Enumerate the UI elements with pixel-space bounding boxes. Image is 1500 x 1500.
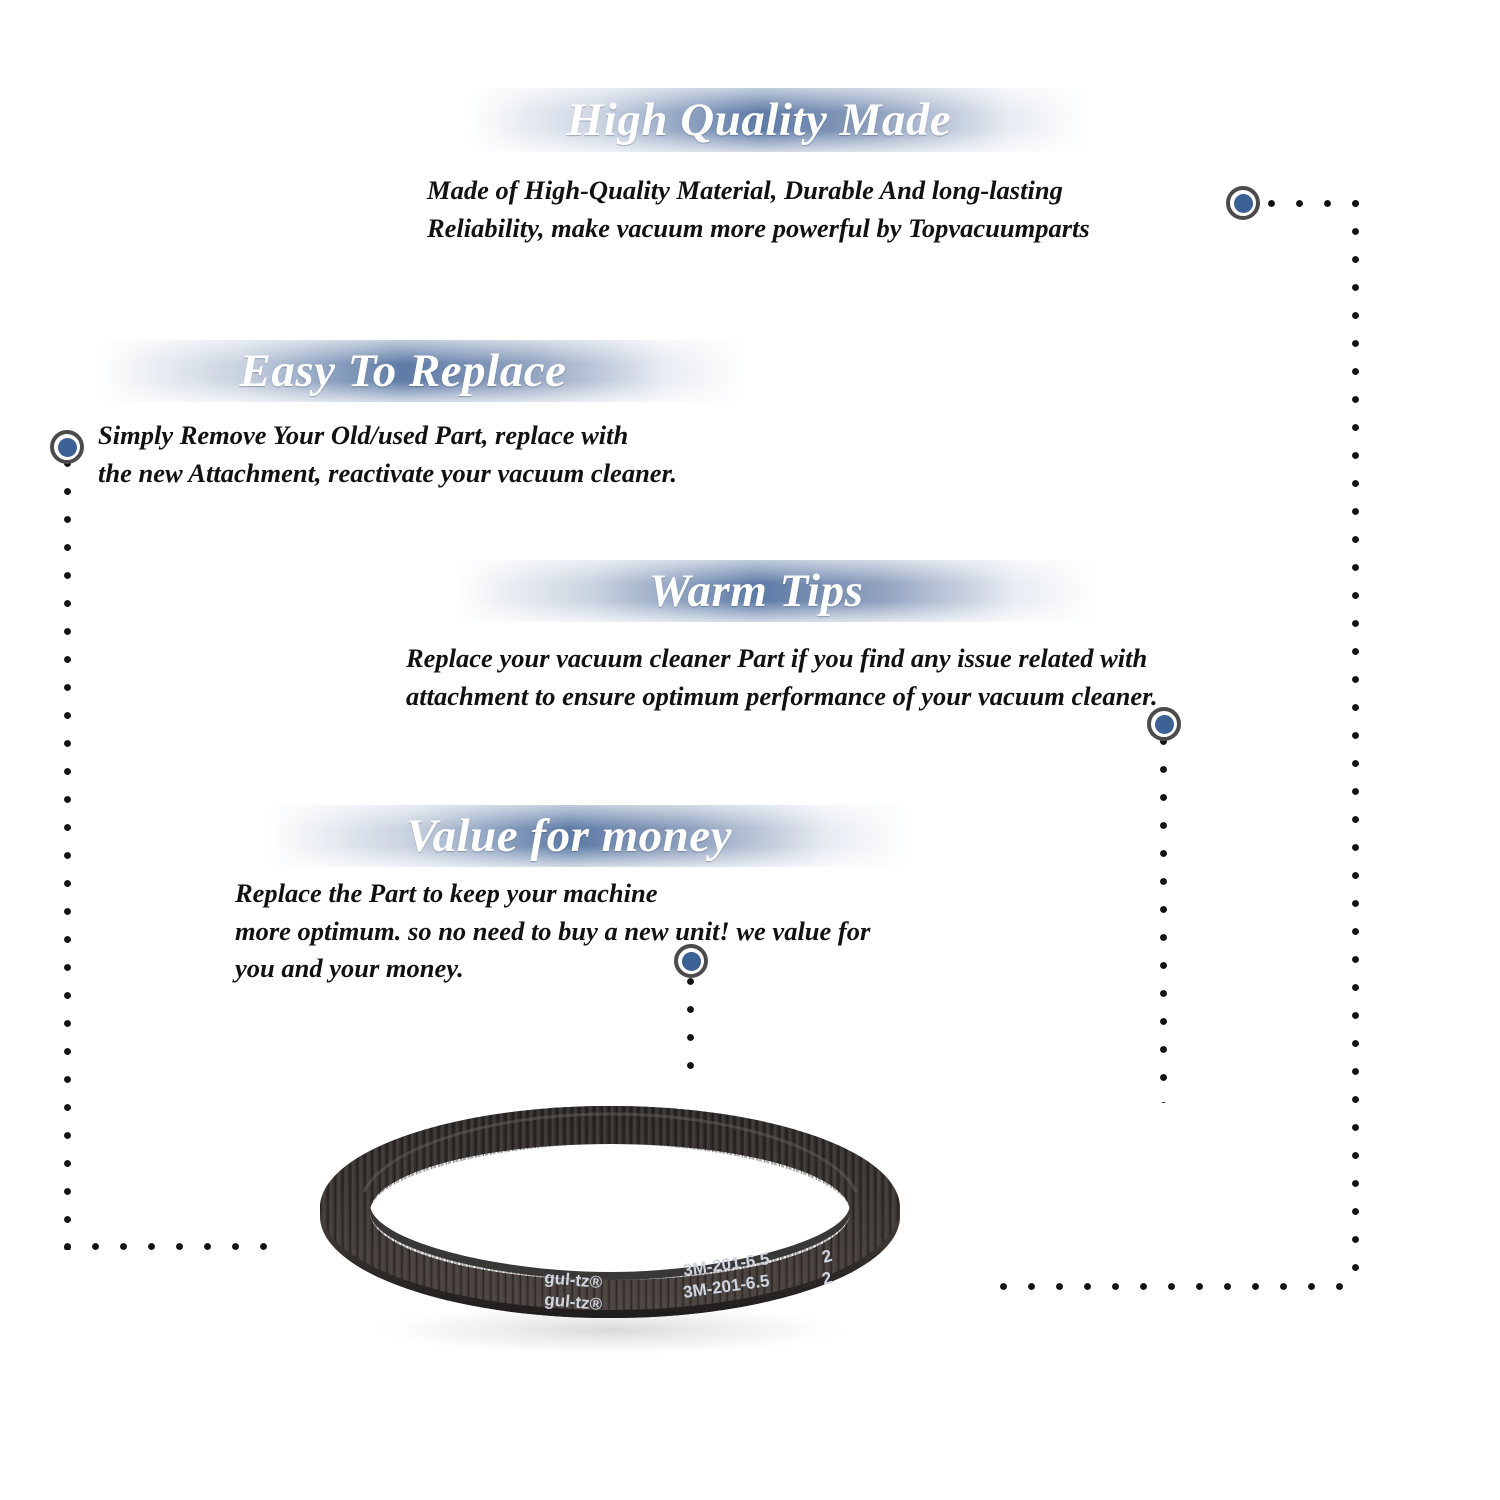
section-body-high-quality-made: Made of High-Quality Material, Durable A… (427, 175, 1090, 243)
marker-high-quality-made[interactable] (1226, 186, 1260, 220)
connector-line-easy-replace-horizontal (64, 1243, 269, 1250)
connector-line-high-quality-horizontal-top (1268, 200, 1360, 207)
section-body-value-for-money: Replace the Part to keep your machine mo… (235, 878, 871, 984)
connector-line-easy-replace-vertical (64, 460, 71, 1250)
banner-easy-to-replace: Easy To Replace (60, 340, 746, 402)
marker-value-for-money[interactable] (674, 944, 708, 978)
banner-gradient-easy-to-replace (60, 340, 746, 402)
marker-warm-tips[interactable] (1147, 707, 1181, 741)
banner-gradient-high-quality-made (430, 88, 1088, 152)
connector-line-high-quality-vertical-right (1352, 200, 1359, 1290)
connector-line-high-quality-horizontal-bottom (1000, 1283, 1358, 1290)
section-title-high-quality-made: High Quality Made (566, 94, 952, 146)
banner-warm-tips: Warm Tips (415, 560, 1097, 622)
section-body-easy-to-replace: Simply Remove Your Old/used Part, replac… (98, 420, 678, 488)
section-title-easy-to-replace: Easy To Replace (239, 345, 567, 397)
product-image-drive-belt: gul-tz® 3M-201-6.5 2 gul-tz® 3M-201-6.5 … (300, 1100, 920, 1360)
connector-line-value-money-vertical (687, 978, 694, 1090)
section-title-value-for-money: Value for money (405, 810, 733, 862)
banner-gradient-warm-tips (415, 560, 1097, 622)
connector-line-warm-tips-vertical (1160, 738, 1167, 1103)
banner-gradient-value-for-money (228, 805, 910, 867)
section-title-warm-tips: Warm Tips (648, 565, 864, 617)
marker-easy-to-replace[interactable] (50, 430, 84, 464)
banner-value-for-money: Value for money (228, 805, 910, 867)
section-body-warm-tips: Replace your vacuum cleaner Part if you … (406, 643, 1158, 711)
banner-high-quality-made: High Quality Made (430, 88, 1088, 152)
